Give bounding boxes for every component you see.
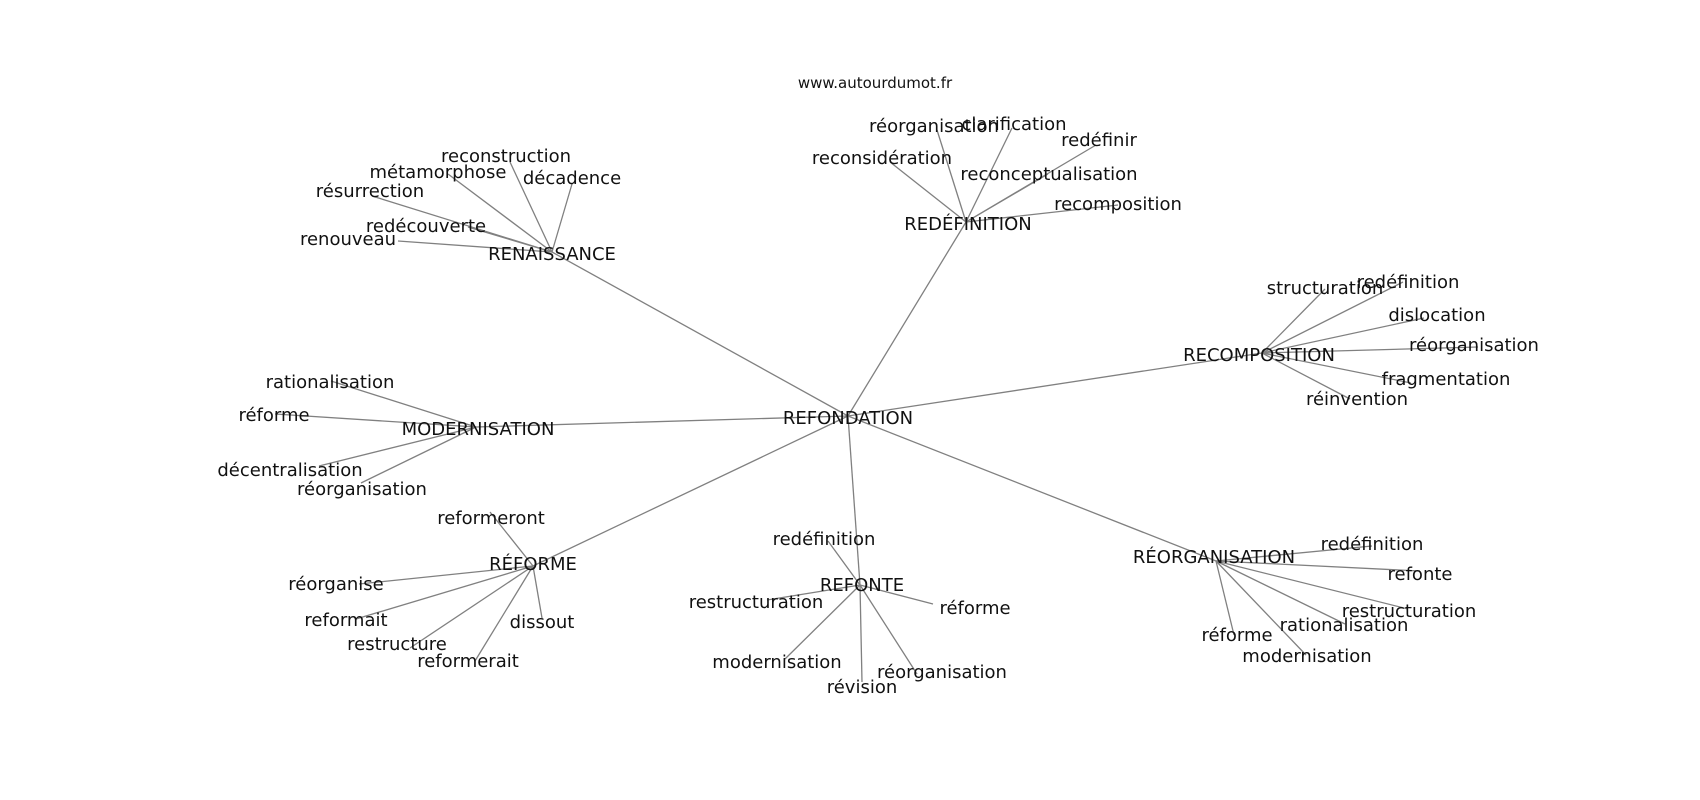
edges-layer [274, 127, 1479, 683]
edge-reorganisation-5 [1215, 560, 1307, 656]
edge-reorganisation-2 [1215, 560, 1409, 610]
edge-reorganisation-3 [1215, 560, 1346, 625]
leaf-node-refonte-2: réforme [939, 598, 1010, 619]
leaf-node-recomposition-2: dislocation [1388, 305, 1485, 326]
edge-refonte-1 [766, 584, 861, 601]
leaf-node-refonte-3: modernisation [712, 652, 841, 673]
leaf-node-reorganisation-4: réforme [1201, 625, 1272, 646]
leaf-node-refonte-5: révision [827, 677, 898, 698]
leaf-node-reforme-1: réorganise [288, 574, 384, 595]
edge-modernisation-0 [330, 380, 477, 428]
edge-refonte-5 [859, 584, 863, 683]
edge-reforme-2 [355, 565, 534, 620]
leaf-node-redefinition-3: reconsidération [812, 148, 952, 169]
root-node-label: REFONDATION [783, 408, 913, 429]
hub-node-renaissance: RENAISSANCE [488, 244, 616, 265]
source-url: www.autourdumot.fr [798, 74, 953, 92]
edge-reforme-4 [409, 565, 534, 649]
leaf-node-redefinition-5: recomposition [1054, 194, 1182, 215]
edge-modernisation-2 [318, 426, 477, 467]
leaf-node-redefinition-1: clarification [961, 114, 1066, 135]
edge-reorganisation-1 [1215, 560, 1421, 572]
leaf-node-refonte-4: réorganisation [877, 662, 1007, 683]
leaf-node-redefinition-0: réorganisation [869, 116, 999, 137]
leaf-node-modernisation-3: réorganisation [297, 479, 427, 500]
edge-redefinition-0 [936, 129, 967, 223]
leaf-node-reforme-0: reformeront [437, 508, 545, 529]
edge-refonte-4 [859, 584, 918, 675]
leaf-node-refonte-0: redéfinition [773, 529, 876, 550]
edge-renaissance-5 [397, 240, 553, 253]
leaf-node-recomposition-3: réorganisation [1409, 335, 1539, 356]
edge-recomposition-5 [1261, 352, 1351, 400]
labels-layer: REFONDATION RENAISSANCE reconstructionméta… [217, 114, 1539, 698]
leaf-node-redefinition-4: reconceptualisation [960, 164, 1137, 185]
edge-modernisation-1 [274, 413, 477, 428]
leaf-node-renaissance-2: décadence [523, 168, 621, 189]
leaf-node-reorganisation-5: modernisation [1242, 646, 1371, 667]
edge-root-modernisation [475, 415, 849, 428]
leaf-node-reforme-2: reformait [304, 610, 387, 631]
leaf-node-renaissance-1: métamorphose [370, 162, 507, 183]
edge-refonte-3 [784, 584, 861, 660]
edge-root-reorganisation [847, 415, 1217, 562]
hub-node-reorganisation: RÉORGANISATION [1133, 546, 1295, 568]
edge-redefinition-5 [965, 204, 1119, 223]
edge-redefinition-1 [965, 127, 1013, 223]
leaf-node-reorganisation-2: restructuration [1342, 601, 1477, 622]
edge-renaissance-2 [551, 183, 573, 253]
edge-refonte-2 [859, 584, 934, 605]
leaf-node-reorganisation-1: refonte [1388, 564, 1453, 585]
leaf-node-redefinition-2: redéfinir [1061, 130, 1137, 151]
edge-redefinition-3 [889, 161, 967, 223]
edge-redefinition-4 [965, 173, 1049, 223]
leaf-node-modernisation-0: rationalisation [266, 372, 395, 393]
edge-reforme-3 [532, 565, 543, 619]
edge-recomposition-2 [1261, 317, 1425, 354]
hub-node-refonte: REFONTE [820, 575, 904, 596]
edge-reforme-1 [358, 565, 534, 585]
edge-renaissance-4 [467, 226, 553, 253]
leaf-node-refonte-1: restructuration [689, 592, 824, 613]
edge-renaissance-1 [447, 173, 553, 253]
edge-root-refonte [847, 415, 861, 586]
leaf-node-reorganisation-3: rationalisation [1280, 615, 1409, 636]
edge-recomposition-4 [1261, 352, 1412, 384]
leaf-node-modernisation-2: décentralisation [217, 460, 362, 481]
edge-reforme-5 [474, 565, 534, 662]
hub-node-redefinition: REDÉFINITION [904, 213, 1032, 235]
edge-root-redefinition [847, 221, 967, 417]
edge-renaissance-0 [509, 161, 553, 253]
leaf-node-renaissance-0: reconstruction [441, 146, 571, 167]
hub-node-reforme: RÉFORME [489, 553, 577, 575]
leaf-node-reforme-4: restructure [347, 634, 447, 655]
edge-reforme-0 [489, 511, 534, 567]
edge-reorganisation-4 [1215, 560, 1235, 636]
edge-modernisation-3 [360, 426, 477, 484]
leaf-node-renaissance-3: résurrection [316, 181, 424, 202]
edge-recomposition-1 [1261, 281, 1404, 354]
edge-recomposition-0 [1261, 288, 1326, 354]
leaf-node-renaissance-5: renouveau [300, 229, 396, 250]
edge-root-recomposition [847, 352, 1263, 417]
edge-recomposition-3 [1261, 346, 1479, 354]
leaf-node-recomposition-4: fragmentation [1382, 369, 1511, 390]
edge-refonte-0 [827, 540, 861, 586]
edge-root-renaissance [551, 251, 849, 417]
edge-reorganisation-0 [1215, 545, 1373, 562]
edge-root-reforme [532, 415, 849, 567]
hub-node-modernisation: MODERNISATION [402, 419, 555, 440]
leaf-node-recomposition-1: redéfinition [1357, 272, 1460, 293]
leaf-node-reforme-5: reformerait [417, 651, 519, 672]
leaf-node-reforme-3: dissout [510, 612, 575, 633]
leaf-node-recomposition-0: structuration [1267, 278, 1384, 299]
leaf-node-modernisation-1: réforme [238, 405, 309, 426]
hub-node-recomposition: RECOMPOSITION [1183, 345, 1335, 366]
leaf-node-reorganisation-0: redéfinition [1321, 534, 1424, 555]
leaf-node-recomposition-5: réinvention [1306, 389, 1408, 410]
leaf-node-renaissance-4: redécouverte [366, 216, 486, 237]
